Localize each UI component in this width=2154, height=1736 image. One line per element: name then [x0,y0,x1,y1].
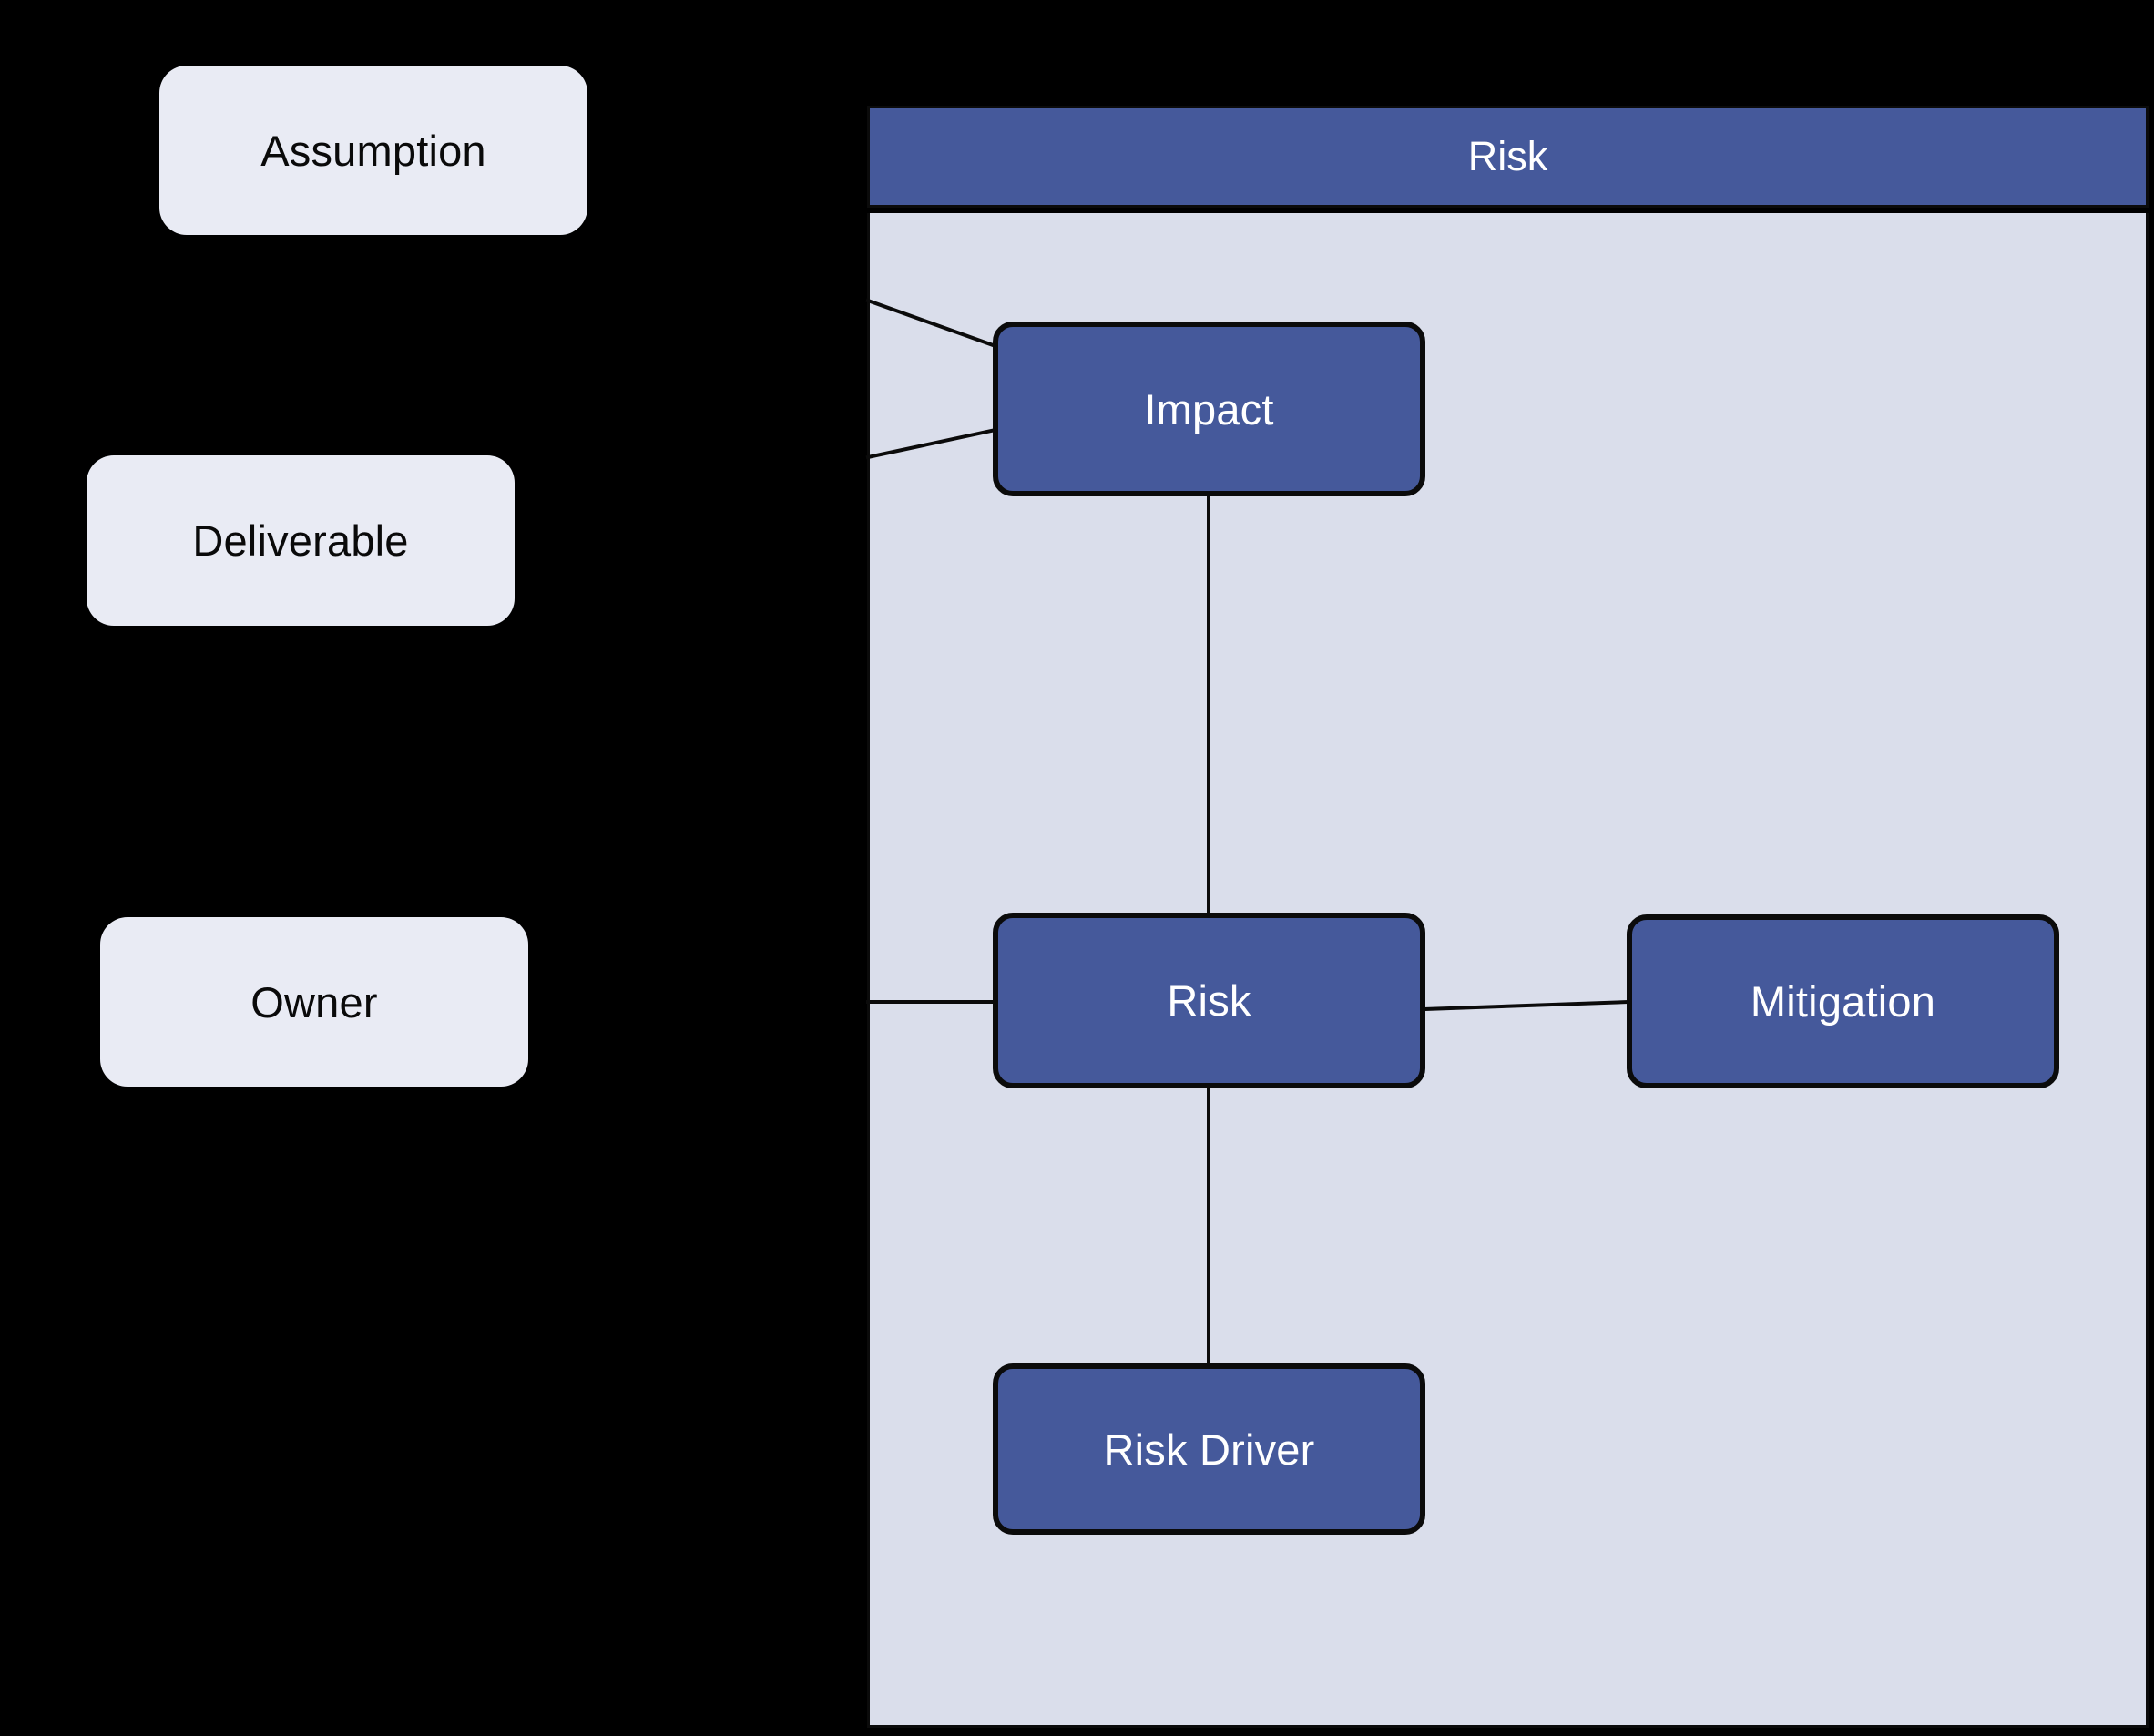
entity-node-label: Risk [1167,976,1251,1025]
palette-node-label: Deliverable [192,516,409,565]
palette-node-owner[interactable]: Owner [100,917,528,1087]
entity-node-impact[interactable]: Impact [993,322,1425,496]
entity-node-risk-driver[interactable]: Risk Driver [993,1363,1425,1535]
entity-node-label: Risk Driver [1103,1425,1315,1474]
entity-node-label: Impact [1144,384,1274,434]
risk-group-header[interactable]: Risk [867,106,2149,208]
palette-node-label: Owner [250,977,378,1026]
risk-group-title: Risk [1467,133,1548,179]
palette-node-assumption[interactable]: Assumption [159,66,587,235]
palette-node-deliverable[interactable]: Deliverable [87,455,515,626]
entity-node-label: Mitigation [1750,977,1936,1026]
entity-node-mitigation[interactable]: Mitigation [1627,914,2059,1088]
entity-node-risk[interactable]: Risk [993,913,1425,1088]
palette-node-label: Assumption [260,126,486,175]
